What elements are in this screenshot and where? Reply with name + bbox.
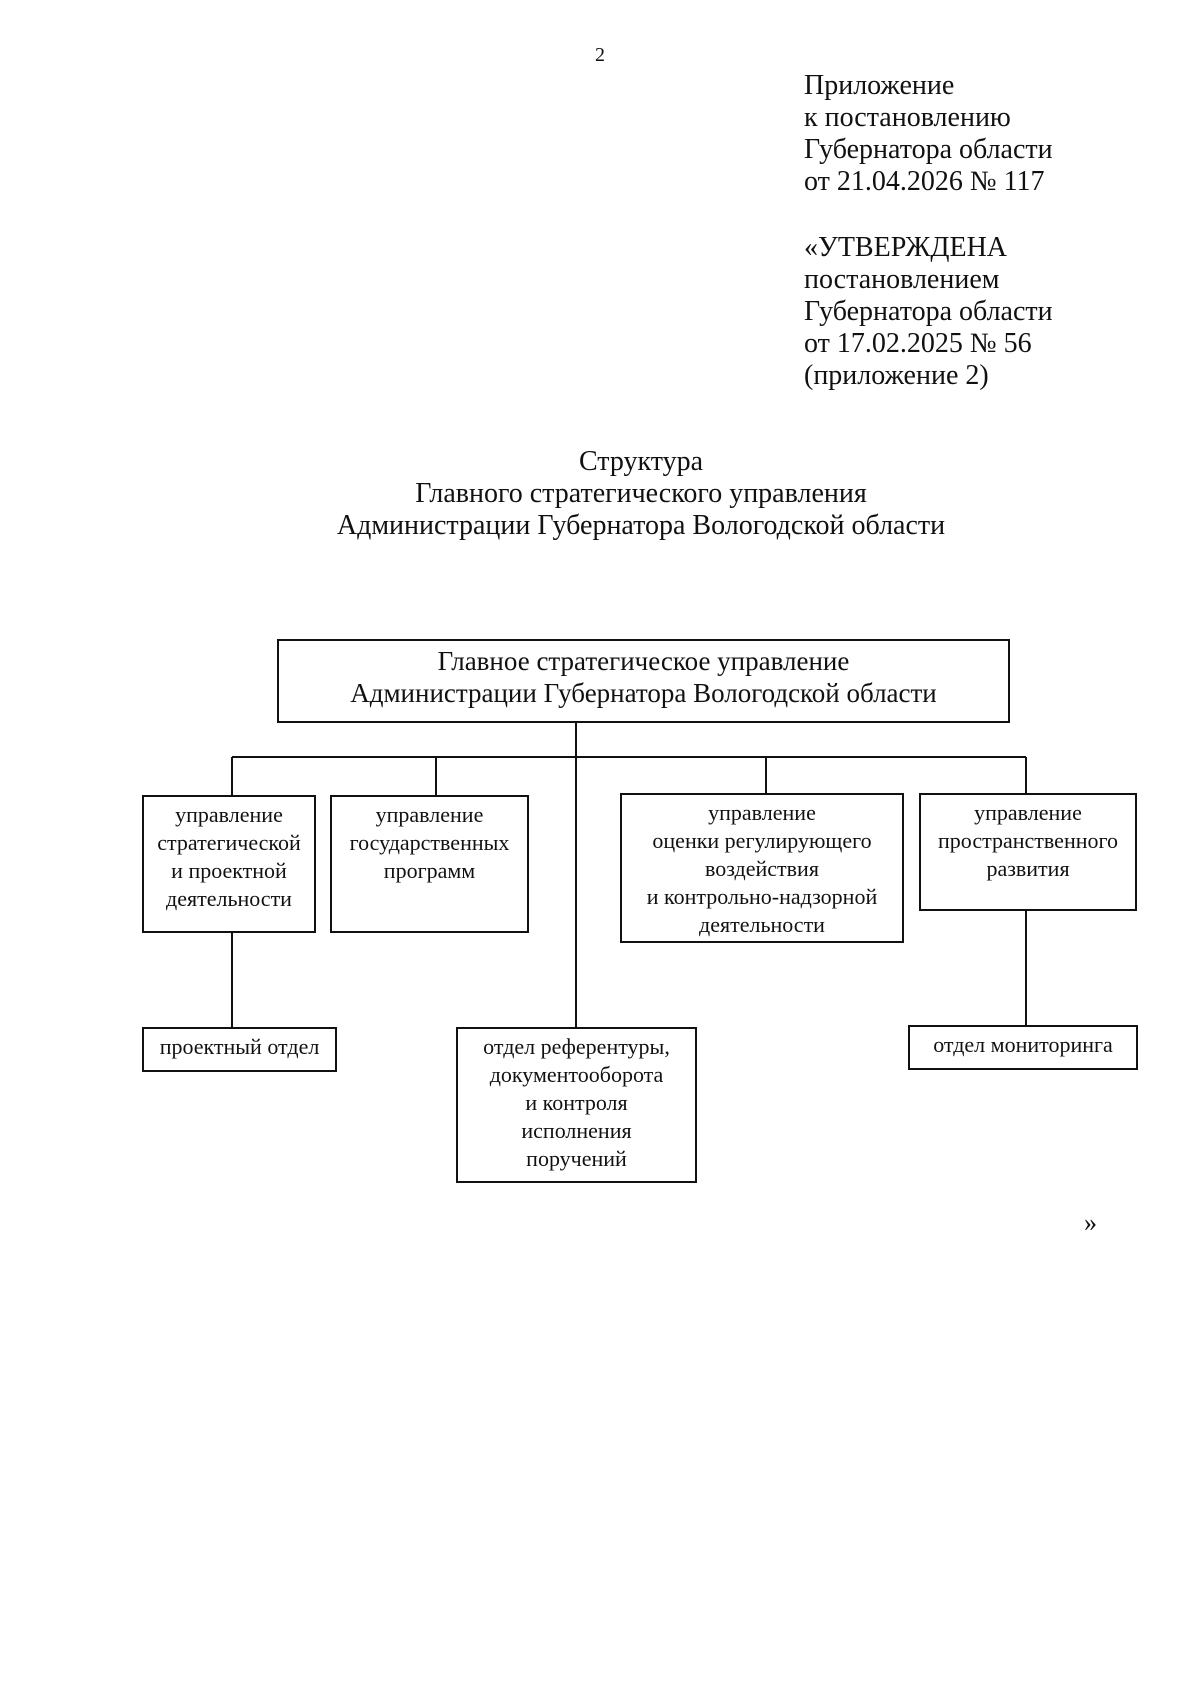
dept-line: и контрольно-надзорной [646, 884, 878, 909]
closing-quote: » [1084, 1208, 1097, 1237]
approval-block: «УТВЕРЖДЕНА постановлением Губернатора о… [804, 232, 1053, 392]
dept-line: государственных [349, 830, 510, 855]
unit-line: отдел мониторинга [933, 1032, 1113, 1057]
org-root-line: Главное стратегическое управление [437, 646, 850, 676]
unit-referentura-box: отдел референтуры, документооборота и ко… [456, 1027, 697, 1183]
dept-line: программ [383, 858, 476, 883]
dept-strategic-projects-box: управление стратегической и проектной де… [142, 795, 316, 933]
appendix-line: к постановлению [804, 102, 1011, 133]
title-line: Главного стратегического управления [415, 478, 867, 509]
dept-line: оценки регулирующего [652, 828, 872, 853]
page-number: 2 [595, 44, 605, 66]
unit-line: документооборота [489, 1062, 664, 1087]
unit-line: и контроля [525, 1090, 628, 1115]
dept-line: управление [708, 800, 816, 825]
unit-line: исполнения [521, 1118, 632, 1143]
approval-line: от 17.02.2025 № 56 [804, 328, 1032, 359]
appendix-block: Приложение к постановлению Губернатора о… [804, 70, 1053, 198]
unit-line: отдел референтуры, [483, 1034, 670, 1059]
title-line: Структура [578, 446, 704, 477]
approval-line: «УТВЕРЖДЕНА [804, 232, 1008, 263]
dept-line: и проектной [171, 858, 287, 883]
dept-line: управление [974, 800, 1082, 825]
dept-regulatory-assessment-box: управление оценки регулирующего воздейст… [620, 793, 904, 943]
appendix-line: Губернатора области [804, 134, 1053, 165]
dept-line: управление [175, 802, 283, 827]
dept-line: развития [986, 856, 1070, 881]
document-title: Структура Главного стратегического управ… [0, 446, 1200, 542]
unit-project-department-box: проектный отдел [142, 1027, 337, 1072]
approval-line: (приложение 2) [804, 360, 989, 391]
approval-line: постановлением [804, 264, 1000, 295]
unit-line: поручений [526, 1146, 627, 1171]
dept-line: деятельности [699, 912, 825, 937]
org-root-line: Администрации Губернатора Вологодской об… [350, 678, 937, 708]
dept-spatial-development-box: управление пространственного развития [919, 793, 1137, 911]
unit-monitoring-department-box: отдел мониторинга [908, 1025, 1138, 1070]
dept-line: пространственного [938, 828, 1118, 853]
dept-state-programs-box: управление государственных программ [330, 795, 529, 933]
appendix-line: Приложение [804, 70, 955, 101]
unit-line: проектный отдел [159, 1034, 320, 1059]
approval-line: Губернатора области [804, 296, 1053, 327]
dept-line: управление [375, 802, 484, 827]
title-line: Администрации Губернатора Вологодской об… [336, 510, 946, 541]
dept-line: стратегической [157, 830, 301, 855]
org-root-box: Главное стратегическое управление Админи… [277, 639, 1010, 723]
dept-line: деятельности [166, 886, 292, 911]
dept-line: воздействия [705, 856, 819, 881]
appendix-line: от 21.04.2026 № 117 [804, 166, 1045, 197]
